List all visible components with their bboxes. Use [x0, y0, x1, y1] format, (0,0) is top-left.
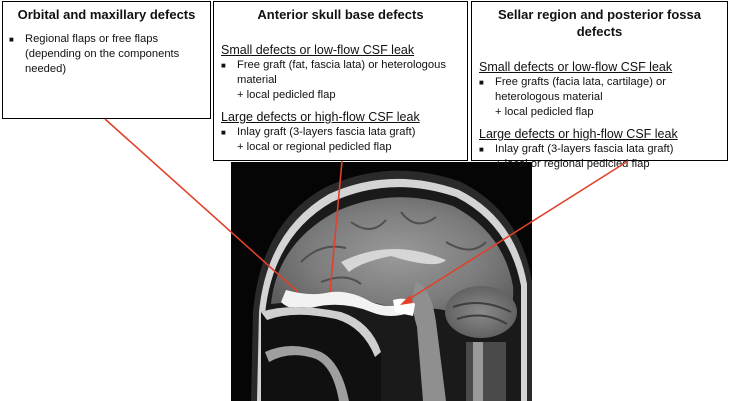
anterior-small-addon: + local pedicled flap — [237, 89, 336, 101]
sellar-small-bullet-text: Free grafts (facia lata, cartilage) or h… — [495, 76, 666, 103]
anterior-skull-base-box: Anterior skull base defects Small defect… — [213, 1, 468, 161]
anterior-small-bullet-text: Free graft (fat, fascia lata) or heterol… — [237, 59, 446, 86]
sellar-small-addon: + local pedicled flap — [495, 106, 594, 118]
anterior-small-bullet-item: ■ Free graft (fat, fascia lata) or heter… — [221, 58, 460, 88]
sellar-large-addon: + local or regional pedicled flap — [495, 158, 650, 170]
anterior-large-bullet-text: Inlay graft (3-layers fascia lata graft) — [237, 126, 416, 138]
anterior-large-heading: Large defects or high-flow CSF leak — [221, 110, 420, 124]
sellar-posterior-fossa-box: Sellar region and posterior fossa defect… — [471, 1, 728, 170]
anterior-large-addon: + local or regional pedicled flap — [237, 141, 392, 153]
orbital-bullet-text: Regional flaps or free flaps (depending … — [25, 33, 180, 75]
bullet-square-icon: ■ — [221, 61, 226, 70]
orbital-box-title: Orbital and maxillary defects — [17, 7, 196, 22]
bullet-square-icon: ■ — [9, 35, 14, 44]
anterior-box-title: Anterior skull base defects — [257, 7, 424, 22]
sellar-small-bullet-item: ■ Free grafts (facia lata, cartilage) or… — [479, 75, 720, 105]
anterior-large-bullet-item: ■ Inlay graft (3-layers fascia lata graf… — [221, 125, 460, 140]
sellar-large-bullet-item: ■ Inlay graft (3-layers fascia lata graf… — [479, 142, 720, 157]
orbital-bullet-item: ■ Regional flaps or free flaps (dependin… — [9, 32, 204, 77]
bullet-square-icon: ■ — [479, 78, 484, 87]
anterior-small-heading: Small defects or low-flow CSF leak — [221, 43, 415, 57]
sellar-box-title: Sellar region and posterior fossa defect… — [498, 7, 701, 39]
sellar-large-bullet-text: Inlay graft (3-layers fascia lata graft) — [495, 143, 674, 155]
sellar-small-heading: Small defects or low-flow CSF leak — [479, 60, 673, 74]
bullet-square-icon: ■ — [479, 145, 484, 154]
sellar-large-heading: Large defects or high-flow CSF leak — [479, 127, 678, 141]
orbital-maxillary-box: Orbital and maxillary defects ■ Regional… — [2, 1, 211, 119]
bullet-square-icon: ■ — [221, 128, 226, 137]
sagittal-mri-image — [231, 162, 532, 401]
